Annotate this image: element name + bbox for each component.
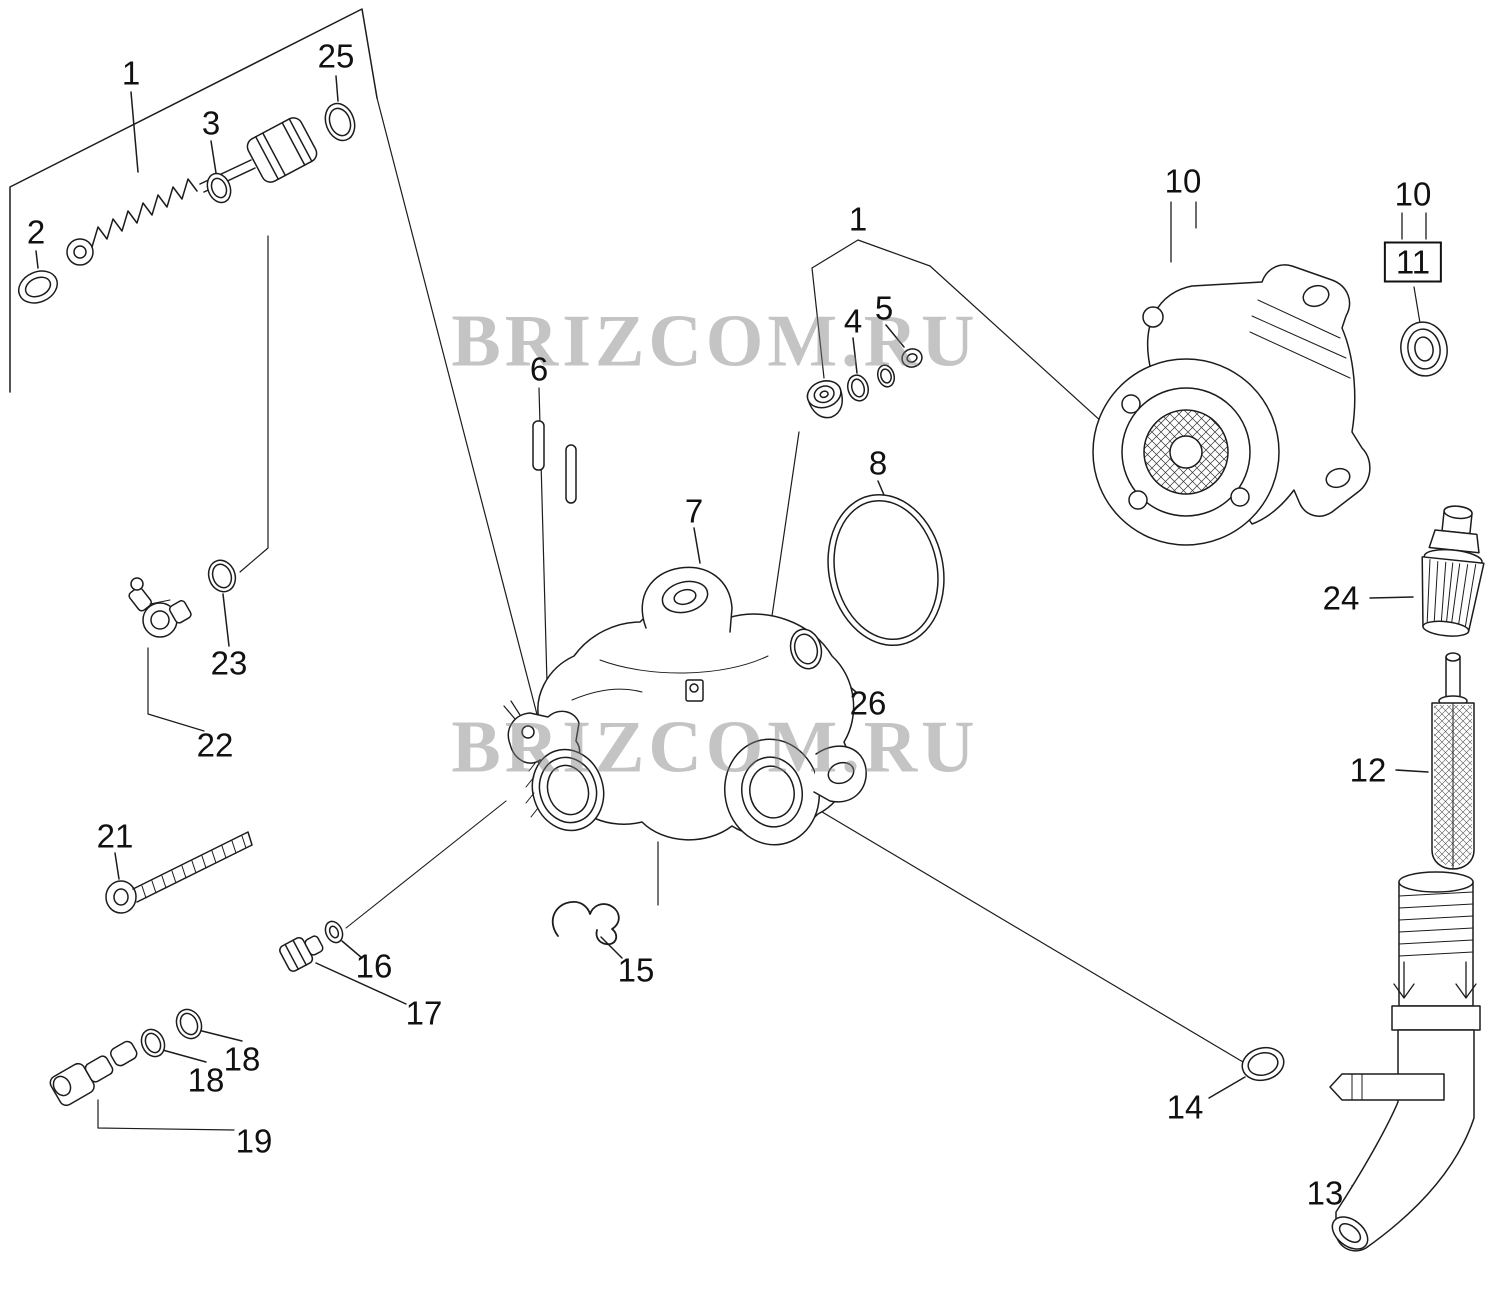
watermark-text-middle: BRIZCOM.RU <box>451 706 979 789</box>
part-18-oring-a <box>140 1028 166 1058</box>
callout-part-1-topleft: 1 <box>121 54 141 92</box>
callout-part-5: 5 <box>874 289 894 327</box>
callout-part-13: 13 <box>1306 1174 1344 1212</box>
part-13-elbow-pipe <box>1329 871 1481 1252</box>
part-7-pump-housing <box>503 566 867 846</box>
part-12-filter <box>1431 652 1475 870</box>
callout-part-15: 15 <box>617 951 655 989</box>
part-19-inlet-fitting <box>49 1040 138 1107</box>
callout-part-25: 25 <box>317 37 355 75</box>
callout-part-1-center: 1 <box>848 200 868 238</box>
callout-part-6: 6 <box>529 350 549 388</box>
part-15-spring-clip <box>551 901 620 946</box>
part-21-screw <box>105 831 253 914</box>
callout-part-18-b: 18 <box>223 1040 261 1078</box>
callout-part-18-a: 18 <box>187 1061 225 1099</box>
leader-lines <box>9 8 1429 1187</box>
part-10-pump-head <box>1092 264 1371 546</box>
part-14-oring <box>1241 1046 1285 1082</box>
part-2-oring <box>17 270 59 304</box>
part-18-oring-b <box>175 1008 203 1040</box>
callout-part-26: 26 <box>849 684 887 722</box>
callout-part-23: 23 <box>210 644 248 682</box>
part-22-valve <box>128 577 192 638</box>
part-25-oring <box>324 102 356 142</box>
callout-part-21: 21 <box>96 817 134 855</box>
callout-part-7: 7 <box>684 492 704 530</box>
callout-part-22: 22 <box>196 726 234 764</box>
callout-part-3: 3 <box>201 104 221 142</box>
part-3-ring <box>206 172 232 204</box>
part-23-oring <box>207 559 237 593</box>
part-4-washer <box>846 374 870 402</box>
part-5-nut <box>901 348 923 368</box>
callout-part-16: 16 <box>355 947 393 985</box>
part-1-cap <box>806 380 843 419</box>
part-8-oring <box>827 493 945 647</box>
watermark-text-top: BRIZCOM.RU <box>451 300 979 383</box>
part-17-nut <box>279 935 324 972</box>
part-4-ring <box>876 364 896 388</box>
part-11-seal <box>1400 321 1448 377</box>
callout-part-24: 24 <box>1322 579 1360 617</box>
callout-part-8: 8 <box>868 444 888 482</box>
callout-part-4: 4 <box>843 302 863 340</box>
callout-part-14: 14 <box>1166 1088 1204 1126</box>
callout-part-10-right: 10 <box>1394 175 1432 213</box>
callout-part-17: 17 <box>405 994 443 1032</box>
callout-part-12: 12 <box>1349 751 1387 789</box>
callout-part-11: 11 <box>1383 241 1443 283</box>
part-24-hose-connector <box>1421 505 1485 637</box>
callout-part-10-left: 10 <box>1164 162 1202 200</box>
part-1-valve-spring <box>66 159 256 266</box>
part-26-oring <box>789 628 823 670</box>
part-1-piston-guide <box>246 117 318 183</box>
callout-part-19: 19 <box>235 1122 273 1160</box>
callout-part-2: 2 <box>26 213 46 251</box>
part-6-pins <box>532 420 577 504</box>
part-16-washer <box>324 920 344 944</box>
